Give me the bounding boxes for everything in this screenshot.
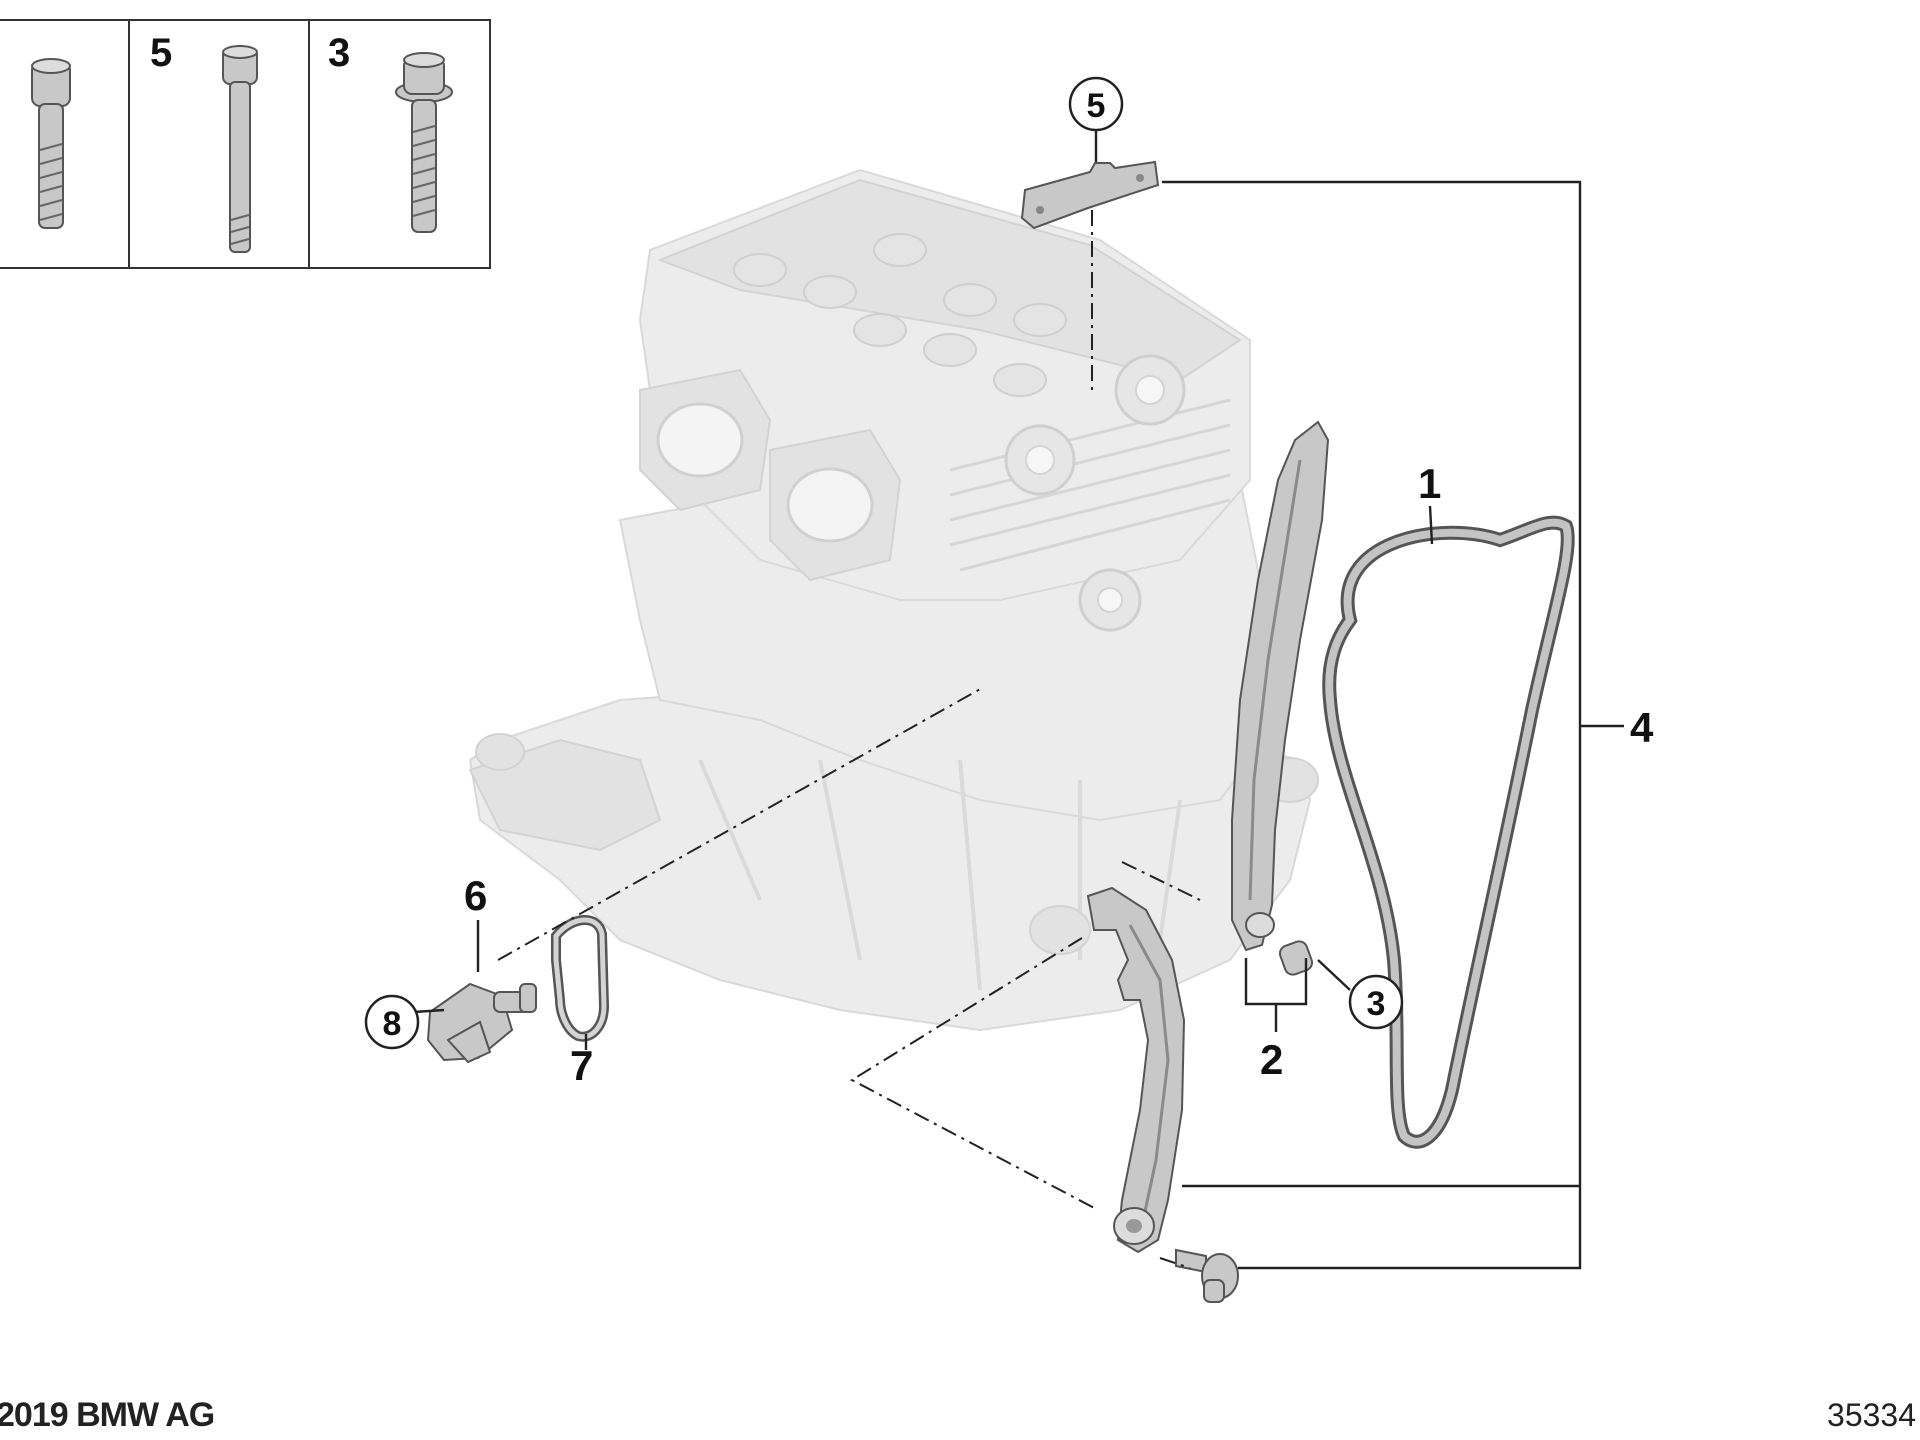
leader-lines [413,124,1624,1270]
alignment-lines [497,210,1201,1269]
inset-label-3: 3 [328,31,350,75]
sleeve-icon [1278,940,1314,976]
screw-inset: 5 3 [0,19,491,269]
cover-plate-icon [1020,160,1160,230]
tensioner-rail-icon [1086,886,1186,1254]
diagram-id: 35334 [1827,1397,1916,1433]
svg-text:3: 3 [1367,985,1386,1023]
label-part-2: 2 [1260,1036,1283,1083]
label-part-4: 4 [1630,704,1654,751]
svg-text:5: 5 [1087,87,1106,125]
chain-tensioner-icon [426,982,537,1064]
engine-block [468,168,1319,1032]
guide-rail-icon [1231,420,1330,952]
screw-flanged-icon [395,52,453,233]
pivot-bolt-icon [1175,1248,1239,1303]
label-part-1: 1 [1418,460,1441,507]
callout-3: 3 [1348,974,1404,1030]
part-labels: 1 2 4 6 7 [464,460,1654,1089]
copyright-text: 2019 BMW AG [0,1396,214,1434]
svg-text:8: 8 [383,1005,402,1043]
gasket-icon [551,915,610,1042]
callout-8: 8 [364,994,420,1050]
label-part-7: 7 [570,1042,593,1089]
inset-label-5: 5 [150,31,172,75]
screw-short-icon [31,58,71,229]
label-part-6: 6 [464,872,487,919]
timing-chain-icon [1322,515,1575,1149]
callout-5: 5 [1068,76,1124,132]
screw-long-icon [222,45,258,253]
